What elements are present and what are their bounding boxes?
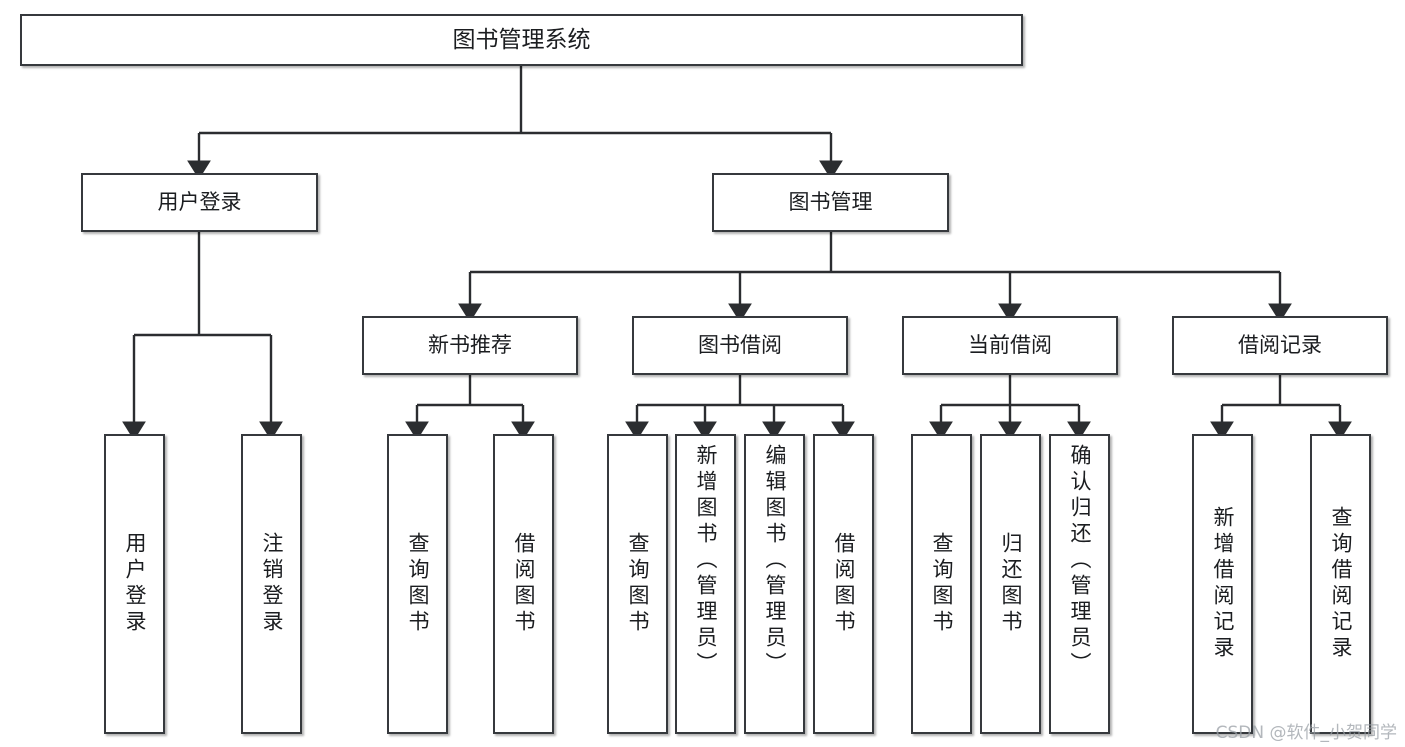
node-label: 借阅记录 — [1238, 333, 1322, 358]
node-root-book-management-system[interactable]: 图书管理系统 — [20, 14, 1023, 66]
node-label: 确认归还（管理员） — [1068, 444, 1092, 678]
node-label: 查询借阅记录 — [1329, 506, 1353, 662]
leaf-new-book-query-book[interactable]: 查询图书 — [387, 434, 448, 734]
leaf-current-borrow-confirm-return-admin[interactable]: 确认归还（管理员） — [1049, 434, 1110, 734]
leaf-user-login-logout[interactable]: 注销登录 — [241, 434, 302, 734]
node-current-borrow[interactable]: 当前借阅 — [902, 316, 1118, 375]
node-borrow-record[interactable]: 借阅记录 — [1172, 316, 1388, 375]
node-label: 查询图书 — [626, 532, 650, 636]
node-new-book-recommend[interactable]: 新书推荐 — [362, 316, 578, 375]
node-label: 编辑图书（管理员） — [763, 444, 787, 678]
node-label: 查询图书 — [406, 532, 430, 636]
leaf-book-borrow-borrow-book[interactable]: 借阅图书 — [813, 434, 874, 734]
node-label: 新增借阅记录 — [1211, 506, 1235, 662]
node-label: 图书借阅 — [698, 333, 782, 358]
leaf-new-book-borrow-book[interactable]: 借阅图书 — [493, 434, 554, 734]
leaf-user-login-login[interactable]: 用户登录 — [104, 434, 165, 734]
node-label: 借阅图书 — [512, 532, 536, 636]
node-label: 当前借阅 — [968, 333, 1052, 358]
node-label: 新增图书（管理员） — [694, 444, 718, 678]
node-book-borrow[interactable]: 图书借阅 — [632, 316, 848, 375]
leaf-borrow-record-add-record[interactable]: 新增借阅记录 — [1192, 434, 1253, 734]
node-label: 图书管理系统 — [452, 26, 591, 53]
leaf-current-borrow-query-book[interactable]: 查询图书 — [911, 434, 972, 734]
leaf-book-borrow-query-book[interactable]: 查询图书 — [607, 434, 668, 734]
node-label: 用户登录 — [157, 190, 242, 215]
node-label: 查询图书 — [930, 532, 954, 636]
leaf-book-borrow-edit-book-admin[interactable]: 编辑图书（管理员） — [744, 434, 805, 734]
csdn-watermark: CSDN @软件_小贺同学 — [1215, 723, 1397, 743]
node-label: 新书推荐 — [428, 333, 512, 358]
leaf-borrow-record-query-record[interactable]: 查询借阅记录 — [1310, 434, 1371, 734]
node-user-login[interactable]: 用户登录 — [81, 173, 318, 232]
node-label: 借阅图书 — [832, 532, 856, 636]
node-label: 图书管理 — [788, 190, 873, 215]
node-book-management[interactable]: 图书管理 — [712, 173, 949, 232]
leaf-book-borrow-add-book-admin[interactable]: 新增图书（管理员） — [675, 434, 736, 734]
node-label: 注销登录 — [260, 532, 284, 636]
leaf-current-borrow-return-book[interactable]: 归还图书 — [980, 434, 1041, 734]
node-label: 归还图书 — [999, 532, 1023, 636]
node-label: 用户登录 — [123, 532, 147, 636]
